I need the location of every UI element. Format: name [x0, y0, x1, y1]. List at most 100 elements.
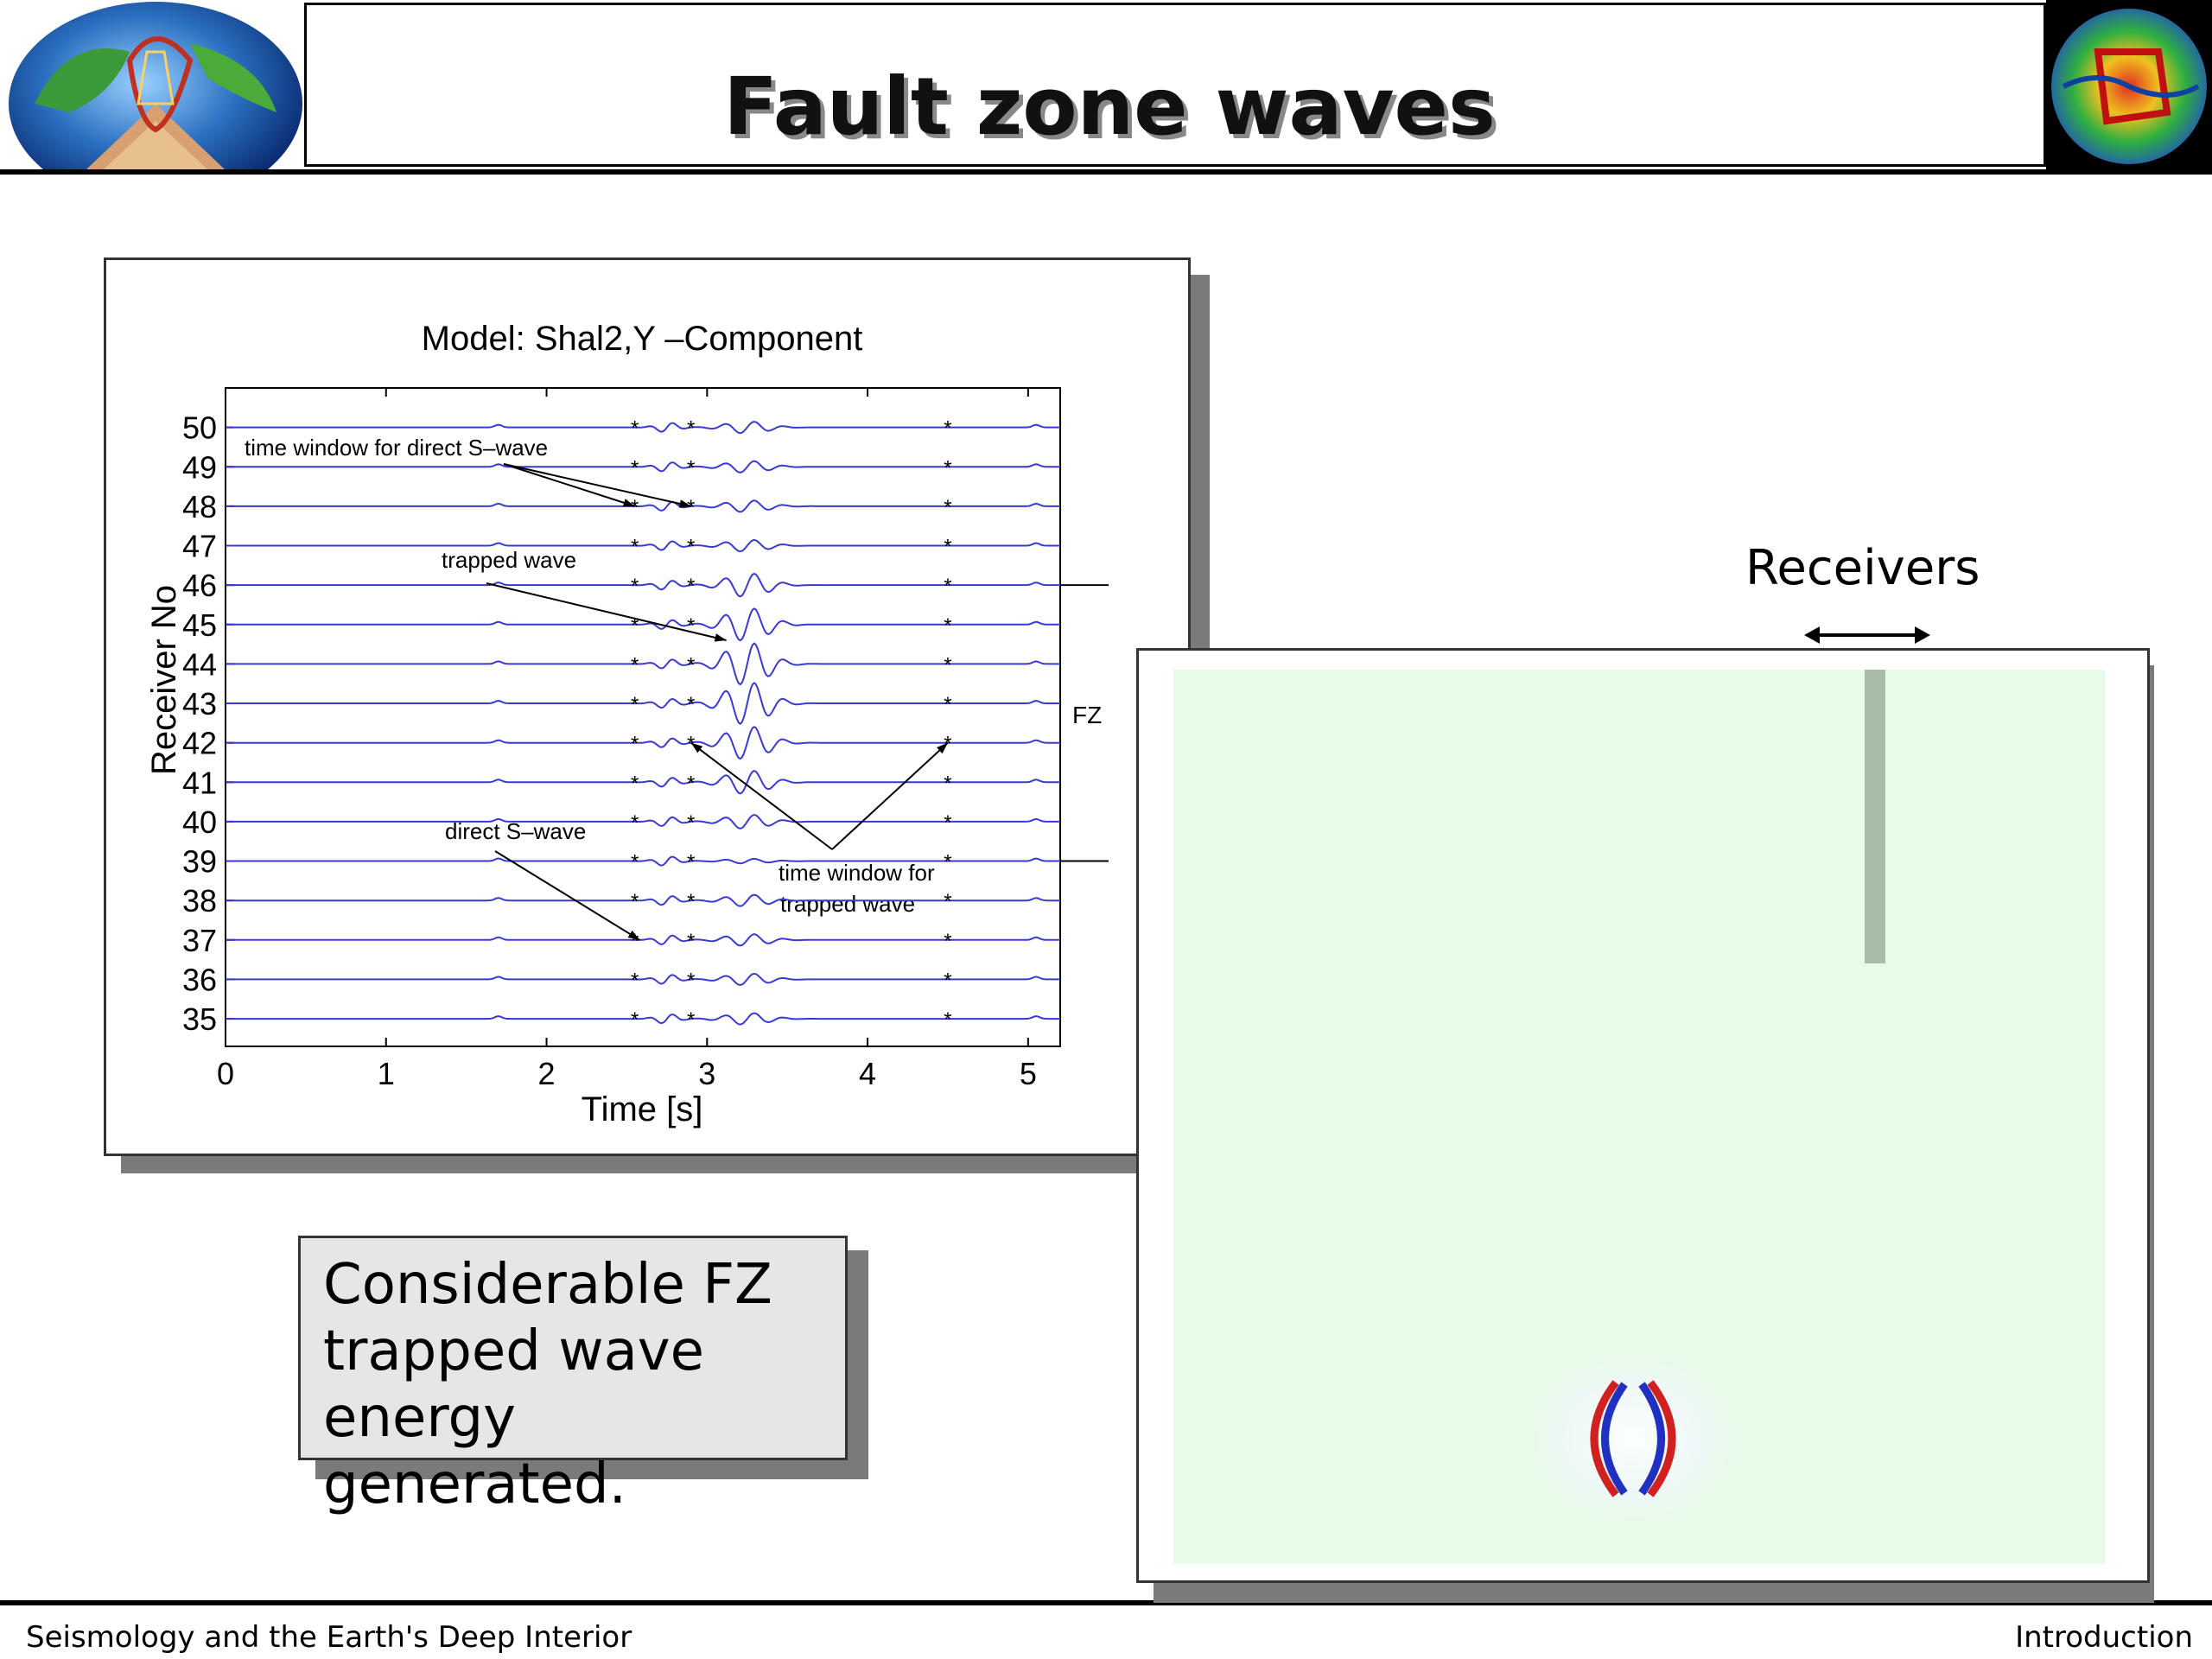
trace-line — [226, 933, 1060, 947]
y-tick-label: 46 — [182, 568, 217, 603]
pick-marker: * — [944, 536, 951, 559]
pick-marker: * — [944, 653, 951, 677]
pick-marker: * — [631, 536, 639, 559]
pick-marker: * — [944, 733, 951, 756]
header-box — [304, 3, 2046, 167]
arrow-direct-s — [494, 850, 640, 941]
arrow-trapped-wave-head — [714, 633, 727, 642]
annotation-trapped-window-1: time window for — [779, 860, 935, 886]
pick-marker: * — [687, 969, 695, 992]
trace-line — [226, 460, 1060, 474]
pick-marker: * — [944, 969, 951, 992]
pick-marker: * — [687, 536, 695, 559]
fault-zone-strip — [1865, 670, 1885, 963]
pick-marker: * — [687, 772, 695, 795]
pick-marker: * — [631, 772, 639, 795]
arrow-trapped-window-a-head — [690, 742, 703, 753]
trace-line — [226, 855, 1060, 867]
pick-marker: * — [944, 811, 951, 835]
y-tick-label: 37 — [182, 923, 217, 958]
arrow-trapped-window-b — [831, 741, 949, 850]
chart-ylabel: Receiver No — [145, 585, 183, 775]
pick-marker: * — [687, 456, 695, 480]
y-tick-label: 44 — [182, 646, 217, 682]
chart-xlabel: Time [s] — [582, 1090, 703, 1128]
y-tick-label: 48 — [182, 489, 217, 524]
y-tick-label: 35 — [182, 1001, 217, 1037]
y-tick-label: 47 — [182, 529, 217, 564]
trace-line — [226, 642, 1060, 686]
globe-logo-right — [2046, 0, 2212, 169]
callout-line-2: trapped wave — [323, 1319, 705, 1383]
annotation-trapped-wave: trapped wave — [442, 547, 576, 573]
pick-marker: * — [687, 653, 695, 677]
y-tick-label: 41 — [182, 765, 217, 800]
trace-line — [226, 893, 1060, 907]
callout-line-1: Considerable FZ — [323, 1253, 772, 1317]
pick-marker: * — [631, 496, 639, 519]
arrow-trapped-wave — [486, 582, 727, 641]
trace-line — [226, 972, 1060, 987]
x-tick-label: 3 — [698, 1056, 715, 1091]
pick-marker: * — [687, 693, 695, 716]
pick-marker: * — [687, 417, 695, 441]
pick-marker: * — [631, 417, 639, 441]
pick-marker: * — [631, 930, 639, 953]
pick-marker: * — [687, 890, 695, 913]
callout-box: Considerable FZ trapped wave energy gene… — [298, 1236, 848, 1516]
trace-line — [226, 499, 1060, 513]
plot-frame — [225, 387, 1061, 1047]
seismogram-chart: Model: Shal2,Y –Component Time [s] Recei… — [145, 320, 1109, 1128]
wavefront-image — [1512, 1339, 1754, 1538]
arrow-trapped-window-b-head — [937, 742, 948, 754]
pick-marker: * — [631, 1008, 639, 1032]
pick-marker: * — [631, 614, 639, 638]
y-tick-label: 39 — [182, 844, 217, 880]
arrow-direct-s-window-a-head — [622, 499, 635, 507]
pick-marker: * — [631, 456, 639, 480]
y-tick-label: 42 — [182, 726, 217, 761]
pick-marker: * — [944, 496, 951, 519]
trace-line — [226, 572, 1060, 598]
y-tick-label: 50 — [182, 410, 217, 446]
pick-marker: * — [687, 575, 695, 598]
trace-line — [226, 813, 1060, 830]
trace-line — [226, 769, 1060, 795]
pick-marker: * — [687, 851, 695, 874]
pick-marker: * — [944, 851, 951, 874]
annotation-direct-s-window: time window for direct S–wave — [245, 435, 548, 461]
pick-marker: * — [944, 614, 951, 638]
pick-marker: * — [687, 811, 695, 835]
y-tick-label: 43 — [182, 686, 217, 721]
y-tick-label: 49 — [182, 449, 217, 485]
y-tick-label: 38 — [182, 883, 217, 918]
receivers-arrow-icon — [1804, 626, 1930, 644]
pick-marker: * — [631, 733, 639, 756]
y-tick-label: 36 — [182, 962, 217, 997]
pick-marker: * — [631, 693, 639, 716]
pick-marker: * — [631, 890, 639, 913]
pick-marker: * — [944, 575, 951, 598]
globe-logo-left — [0, 0, 304, 206]
trace-line — [226, 726, 1060, 760]
annotation-direct-s: direct S–wave — [445, 818, 586, 844]
pick-marker: * — [631, 851, 639, 874]
pick-marker: * — [687, 733, 695, 756]
page-title: Fault zone waves — [723, 60, 1496, 153]
arrow-direct-s-head — [627, 930, 640, 940]
footer-section: Introduction — [2015, 1620, 2193, 1655]
annotation-trapped-window-2: trapped wave — [780, 891, 915, 917]
pick-marker: * — [687, 614, 695, 638]
pick-marker: * — [944, 456, 951, 480]
pick-marker: * — [631, 969, 639, 992]
pick-marker: * — [944, 693, 951, 716]
footer-course-title: Seismology and the Earth's Deep Interior — [26, 1620, 632, 1655]
callout-line-3: energy generated. — [323, 1386, 626, 1516]
pick-marker: * — [687, 1008, 695, 1032]
trace-line — [226, 538, 1060, 553]
y-tick-label: 40 — [182, 804, 217, 840]
trace-line — [226, 1012, 1060, 1026]
pick-marker: * — [944, 772, 951, 795]
x-tick-label: 5 — [1020, 1056, 1037, 1091]
